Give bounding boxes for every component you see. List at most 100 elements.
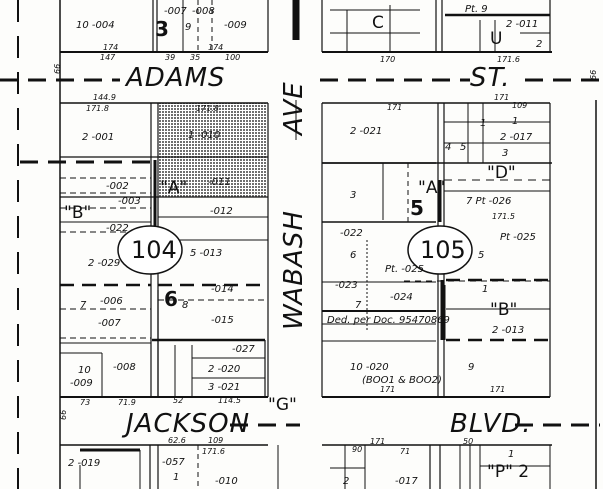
lot-label: -022 (106, 223, 129, 234)
dimension-label: 171.6 (202, 447, 225, 456)
dimension-label: 174 (208, 43, 223, 52)
dimension-label: 39 (165, 53, 175, 62)
lot-label: Ded. per Doc. 95470869 (327, 315, 450, 326)
lot-label: 1 (508, 449, 514, 460)
lot-label: -009 (70, 378, 93, 389)
dimension-label: 66 (59, 410, 68, 420)
lot-label: 2 (536, 39, 542, 50)
lot-label: -009 (224, 20, 247, 31)
lot-label: 5 (460, 142, 466, 153)
dimension-label: 109 (512, 101, 527, 110)
dimension-label: 66 (589, 70, 598, 80)
street-label-jackson: JACKSON (121, 409, 250, 439)
subdivision-letter: "B" (64, 203, 91, 223)
lot-label: 2 -020 (208, 364, 240, 375)
dimension-label: 171.6 (497, 55, 520, 64)
lot-label: 2 -001 (82, 132, 114, 143)
lot-label: -015 (211, 315, 234, 326)
lot-label: Pt. -025 (385, 264, 424, 275)
dimension-label: 171 (490, 385, 505, 394)
lot-label: 8 (182, 300, 188, 311)
dimension-label: 144.9 (93, 93, 116, 102)
block-circle-104 (117, 225, 183, 275)
lot-label: (BOO1 & BOO2) (362, 375, 442, 386)
street-label-blvd: BLVD. (450, 409, 532, 439)
lot-label: 3 -021 (208, 382, 240, 393)
subdivision-letter: "D" (487, 163, 516, 183)
lot-label: Pt. 9 (465, 4, 488, 15)
dimension-label: 171 (370, 437, 385, 446)
block-number: 3 (155, 17, 169, 41)
lot-label: 10 -020 (350, 362, 389, 373)
lot-label: 10 (78, 365, 91, 376)
lot-label: 2 -017 (500, 132, 533, 143)
dimension-label: 71 (400, 447, 410, 456)
subdivision-letter: "A" (160, 178, 187, 198)
street-label-wabash: WABASH (279, 210, 309, 330)
lot-label: 1 (480, 118, 486, 129)
lot-label: -023 (335, 280, 358, 291)
lot-label: -017 (395, 476, 418, 487)
subdivision-letter: C (372, 13, 384, 33)
lot-label: 9 (468, 362, 474, 373)
subdivision-letter: U (490, 29, 502, 49)
lot-label: Pt -025 (500, 232, 536, 243)
dimension-label: 171 (380, 385, 395, 394)
lot-label: 3 (502, 148, 508, 159)
lot-label: -008 (192, 6, 215, 17)
shaded-parcel[interactable] (158, 103, 266, 197)
lot-label: -007 (98, 318, 121, 329)
dimension-label: 174 (103, 43, 118, 52)
dimension-label: 35 (190, 53, 200, 62)
lot-label: 5 -013 (190, 248, 222, 259)
lot-label: -012 (210, 206, 233, 217)
block-number-105: 105 (420, 236, 466, 264)
lot-label: 7 (80, 300, 87, 311)
street-label-ave: AVE (279, 81, 309, 137)
lot-label: -024 (390, 292, 413, 303)
dimension-label: 52 (173, 396, 183, 405)
lot-label: -027 (232, 344, 255, 355)
lot-label: 7 Pt -026 (466, 196, 511, 207)
lot-label: -057 (162, 457, 185, 468)
lot-label: 5 (478, 250, 484, 261)
lot-label: 1 (173, 472, 179, 483)
dimension-label: 50 (463, 437, 473, 446)
subdivision-letter: "B" (490, 300, 517, 320)
lot-label: -002 (106, 181, 129, 192)
dimension-label: 109 (208, 436, 223, 445)
dimension-label: 171.5 (492, 212, 515, 221)
dimension-label: 62.6 (168, 436, 186, 445)
lot-label: -006 (100, 296, 123, 307)
lot-label: 1 (482, 284, 488, 295)
lot-label: 1 -010 (188, 130, 220, 141)
dimension-label: 171 (494, 93, 509, 102)
lot-label: -003 (118, 196, 141, 207)
street-label-adams: ADAMS (124, 63, 226, 93)
dimension-label: 100 (225, 53, 240, 62)
subdivision-letter: "P" 2 (487, 462, 529, 482)
lot-label: 2 -021 (350, 126, 382, 137)
dimension-label: 90 (352, 445, 362, 454)
lot-label: 3 (350, 190, 356, 201)
lot-label: 9 (185, 22, 191, 33)
dimension-label: 71.9 (118, 398, 136, 407)
block-number-104: 104 (131, 236, 177, 264)
lot-label: 4 (445, 142, 451, 153)
street-label-adams-st: ST. (470, 63, 511, 93)
dimension-label: 171.8 (86, 104, 109, 113)
lot-label: 7 (355, 300, 362, 311)
lot-label: -011 (208, 177, 231, 188)
block-number: 5 (410, 196, 424, 220)
lot-label: 10 -004 (76, 20, 115, 31)
lot-label: 6 (350, 250, 356, 261)
dimension-label: 171.8 (196, 104, 219, 113)
subdivision-letter: "G" (268, 395, 297, 415)
dimension-label: 147 (100, 53, 116, 62)
lot-label: 2 -013 (492, 325, 524, 336)
lot-label: 1 (512, 116, 518, 127)
subdivision-letter: "A" (418, 178, 445, 198)
lot-label: -007 (164, 6, 187, 17)
